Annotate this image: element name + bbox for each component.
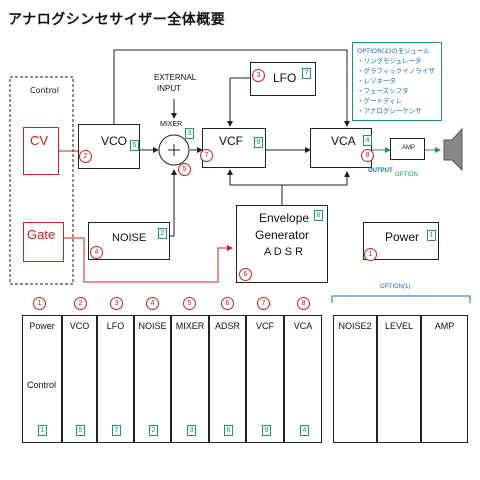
mixer-circle-badge: 5	[178, 163, 191, 176]
noise-label: NOISE	[112, 232, 147, 244]
lfo-label: LFO	[273, 71, 297, 85]
vco-circle-badge: 2	[79, 150, 92, 163]
panel-power: Power Control 1	[22, 315, 62, 443]
vcf-label: VCF	[219, 134, 243, 148]
vcf-module: VCF	[202, 128, 266, 168]
panel-num-badge: 4	[300, 425, 309, 436]
panel-circle-badge: 5	[183, 297, 196, 310]
power-circle-badge: 1	[364, 248, 377, 261]
option2-item: ・レゾネータ	[357, 77, 396, 85]
panel-circle-badge: 2	[74, 297, 87, 310]
external-input-label: EXTERNAL	[154, 73, 197, 82]
gate-box: Gate	[23, 222, 64, 262]
page-title: アナログシンセサイザー全体概要	[8, 12, 226, 28]
vcf-num-badge: 8	[254, 137, 263, 148]
panel-label: MIXER	[175, 321, 205, 331]
option-label: OPTION	[395, 172, 419, 178]
lfo-circle-badge: 3	[252, 69, 265, 82]
envelope-circle-badge: 6	[239, 268, 252, 281]
envelope-num-badge: 6	[314, 210, 323, 221]
external-input-label-2: INPUT	[157, 84, 181, 93]
panel-label: LEVEL	[384, 321, 414, 331]
panel-noise: NOISE 2	[134, 315, 171, 443]
vco-num-badge: 5	[130, 140, 139, 151]
panel-num-badge: 2	[149, 425, 158, 436]
option1-label: OPTION(1)	[380, 284, 411, 290]
option2-item: ・アナログシーケンサ	[357, 107, 422, 115]
panel-label: NOISE2	[338, 321, 372, 331]
option2-item: ・フェーズシフタ	[357, 87, 409, 95]
control-label: Control	[30, 86, 59, 95]
panel-circle-badge: 7	[257, 297, 270, 310]
panel-num-badge: 6	[224, 425, 233, 436]
panel-label: LFO	[106, 321, 125, 331]
option1-bracket	[331, 295, 471, 303]
panel-noise2: NOISE2	[333, 315, 377, 443]
panel-num-badge: 3	[187, 425, 196, 436]
panel-label: ADSR	[214, 321, 240, 331]
panel-mixer: MIXER 3	[171, 315, 209, 443]
panel-circle-badge: 3	[110, 297, 123, 310]
output-label: OUTPUT	[368, 168, 393, 174]
amp-label: AMP	[402, 145, 416, 151]
cv-label: CV	[30, 133, 49, 148]
panel-num-badge: 8	[262, 425, 271, 436]
envelope-label-3: A D S R	[264, 246, 304, 258]
panel-num-badge: 1	[38, 425, 47, 436]
envelope-label-2: Generator	[255, 228, 310, 242]
option2-item: ・ゲートディレ	[357, 97, 403, 105]
panel-label: VCF	[256, 321, 274, 331]
panel-label: Power	[29, 321, 55, 331]
panel-amp: AMP	[421, 315, 468, 443]
vca-circle-badge: 8	[361, 149, 374, 162]
gate-to-envelope-wire	[64, 237, 233, 283]
panel-vca: VCA 4	[284, 315, 322, 443]
panel-label: AMP	[434, 321, 455, 331]
gate-label: Gate	[27, 227, 56, 242]
vca-label: VCA	[331, 134, 356, 148]
speaker-icon	[443, 127, 463, 172]
panel-label: VCA	[293, 321, 313, 331]
panel-circle-badge: 6	[221, 297, 234, 310]
control-dashed-frame	[9, 76, 74, 285]
vco-label: VCO	[101, 134, 128, 148]
noise-num-badge: 2	[158, 228, 167, 239]
panel-num-badge: 7	[112, 425, 121, 436]
env-to-vca-wire	[282, 171, 350, 186]
panel-circle-badge: 1	[33, 297, 46, 310]
option2-item: ・リングモジュレータ	[357, 57, 422, 65]
mixer-label: MIXER	[160, 121, 183, 128]
panel-label: VCO	[69, 321, 90, 331]
mixer-num-badge: 3	[185, 128, 194, 139]
panel-sub-label: Control	[27, 380, 57, 390]
power-num-badge: 1	[427, 230, 436, 241]
option2-item: ・グラフィックイノライザ	[357, 67, 435, 75]
vco-to-vca-top-wire	[113, 49, 350, 127]
env-to-vcf-wire	[227, 169, 283, 205]
option2-note: OPTION(2)のモジュール ・リングモジュレータ ・グラフィックイノライザ …	[352, 42, 442, 121]
power-label: Power	[385, 230, 420, 244]
panel-num-badge: 5	[76, 425, 85, 436]
option2-heading: OPTION(2)のモジュール	[357, 47, 430, 55]
envelope-label-1: Envelope	[259, 211, 310, 225]
vcf-circle-badge: 7	[200, 149, 213, 162]
noise-to-mixer-wire	[170, 169, 177, 237]
lfo-num-badge: 7	[302, 68, 311, 79]
panel-adsr: ADSR 6	[209, 315, 246, 443]
vca-num-badge: 4	[363, 135, 372, 146]
panel-vco: VCO 5	[62, 315, 97, 443]
panel-lfo: LFO 7	[97, 315, 134, 443]
vca-module: VCA	[310, 128, 372, 168]
panel-vcf: VCF 8	[246, 315, 284, 443]
panel-circle-badge: 4	[146, 297, 159, 310]
cv-box: CV	[23, 127, 59, 175]
noise-circle-badge: 4	[90, 246, 103, 259]
envelope-module: Envelope Generator A D S R	[236, 205, 328, 283]
amp-module: AMP	[390, 138, 425, 160]
panel-level: LEVEL	[377, 315, 421, 443]
panel-circle-badge: 8	[297, 297, 310, 310]
panel-label: NOISE	[138, 321, 167, 331]
